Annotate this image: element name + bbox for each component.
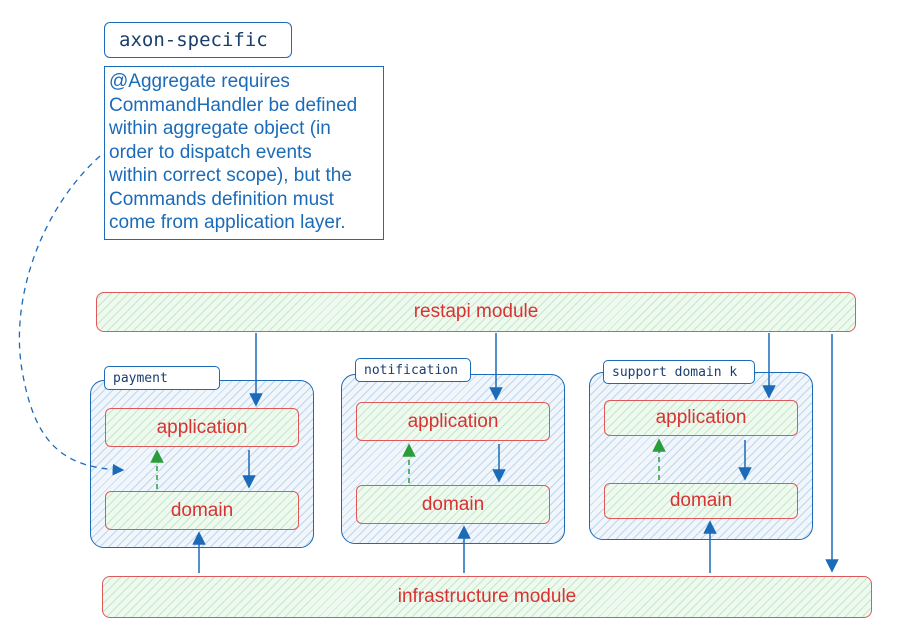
axon-specific-tag: axon-specific [104, 22, 292, 58]
axon-note: @Aggregate requires CommandHandler be de… [104, 66, 384, 240]
note-to-domain-arrow [18, 155, 125, 476]
note-line: CommandHandler be defined [109, 94, 358, 116]
note-line: come from application layer. [109, 212, 346, 233]
notification-domain-layer: domain [356, 485, 550, 524]
layer-label: application [407, 410, 499, 432]
note-line: @Aggregate requires [109, 71, 290, 92]
note-line: Commands definition must [109, 188, 334, 210]
restapi-module-label: restapi module [413, 301, 539, 322]
notification-application-layer: application [356, 402, 550, 441]
layer-label: domain [421, 493, 485, 515]
layer-label: domain [170, 499, 234, 521]
layer-label: domain [669, 490, 733, 511]
infrastructure-module: infrastructure module [102, 576, 872, 618]
support-application-layer: application [604, 400, 798, 436]
infrastructure-module-label: infrastructure module [397, 586, 577, 607]
support-domain-layer: domain [604, 483, 798, 519]
restapi-module: restapi module [96, 292, 856, 332]
payment-domain-layer: domain [105, 491, 299, 530]
payment-application-layer: application [105, 408, 299, 447]
note-line: order to dispatch events [109, 141, 312, 163]
note-line: within correct scope), but the [109, 165, 352, 186]
support-domain-tag: support domain k [603, 360, 755, 384]
note-line: within aggregate object (in [109, 118, 331, 139]
notification-tag: notification [355, 358, 471, 382]
layer-label: application [156, 416, 248, 438]
layer-label: application [655, 407, 747, 428]
payment-tag: payment [104, 366, 220, 390]
